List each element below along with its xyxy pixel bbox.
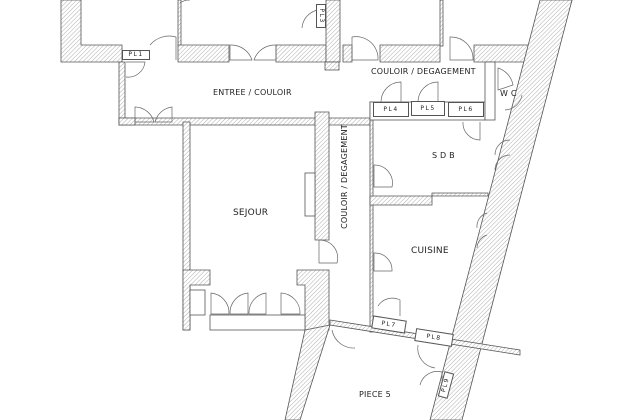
wall-sejour-right [314, 111, 330, 241]
door-entree-bottom-a [134, 106, 155, 123]
closet-pl1: PL1 [122, 50, 150, 60]
wall-top-right-2 [379, 44, 441, 63]
wall-sdb-cuisine-left [369, 101, 374, 333]
door-entree-right [179, 0, 190, 4]
sejour-balcony [209, 314, 306, 331]
wall-wc-left [484, 61, 496, 121]
door-pl5 [417, 81, 439, 103]
room-label-entree: ENTREE / COULOIR [213, 88, 292, 97]
door-top-1a [229, 44, 253, 61]
wall-top-middle [177, 44, 230, 63]
door-pl4 [380, 81, 402, 103]
door-sejour-window-d [280, 292, 301, 315]
closet-pl6: PL6 [448, 102, 484, 117]
door-entree-main [149, 35, 177, 60]
door-piece5-right [417, 344, 436, 369]
door-sejour-couloir [318, 239, 338, 264]
room-label-wc: W C [500, 89, 517, 98]
door-cuisine-bottom [377, 297, 401, 316]
room-label-couloir-horizontal: COULOIR / DEGAGEMENT [371, 67, 476, 76]
door-sdb-top [462, 121, 481, 141]
door-cuisine-window-a [476, 212, 488, 229]
door-sejour-window-b [229, 292, 249, 315]
door-pl1 [125, 61, 146, 78]
door-entree-bottom-b [154, 106, 173, 123]
door-sdb-left [373, 164, 393, 188]
closet-pl5: PL5 [411, 101, 445, 116]
door-sdb-window-a [494, 139, 511, 156]
door-pl9 [419, 371, 443, 386]
sejour-radiator-left [189, 289, 206, 316]
wall-partition-1 [177, 0, 182, 47]
door-top-3 [449, 36, 474, 61]
wall-entree-left [118, 61, 126, 126]
wall-entree-bottom-left [118, 117, 136, 126]
wall-diagonal-right [429, 0, 573, 420]
door-sejour-window-a [210, 292, 230, 315]
room-label-piece5: PIECE 5 [359, 390, 391, 399]
door-sejour-window-c [248, 292, 267, 315]
wall-partition-2 [439, 0, 444, 47]
door-wc-window [504, 94, 523, 111]
wall-sdb-bottom [431, 192, 489, 197]
door-top-2 [351, 36, 379, 61]
door-piece5-top [331, 329, 356, 349]
closet-pl3: PL3 [316, 4, 326, 28]
room-label-couloir-vertical: COULOIR / DEGAGEMENT [339, 124, 349, 229]
room-label-sejour: SEJOUR [233, 208, 269, 218]
door-cuisine-left [373, 252, 393, 272]
wall-entree-bottom [118, 117, 371, 126]
door-sdb-window-b [494, 154, 511, 171]
room-label-sdb: S D B [432, 151, 455, 160]
wall-top-left [60, 0, 123, 63]
wall-pl3 [325, 0, 341, 63]
wall-sdb-cuisine [369, 195, 433, 206]
room-label-cuisine: CUISINE [411, 246, 449, 256]
wall-top-middle-2 [275, 44, 327, 63]
wall-top-right-1 [342, 44, 353, 63]
wall-stub [324, 61, 340, 71]
closet-pl4: PL4 [373, 102, 409, 117]
door-cuisine-window-b [476, 234, 488, 249]
wall-piece5-left [284, 324, 331, 420]
sejour-radiator-right [304, 172, 316, 217]
door-top-1b [253, 44, 277, 61]
door-wc [497, 67, 514, 91]
